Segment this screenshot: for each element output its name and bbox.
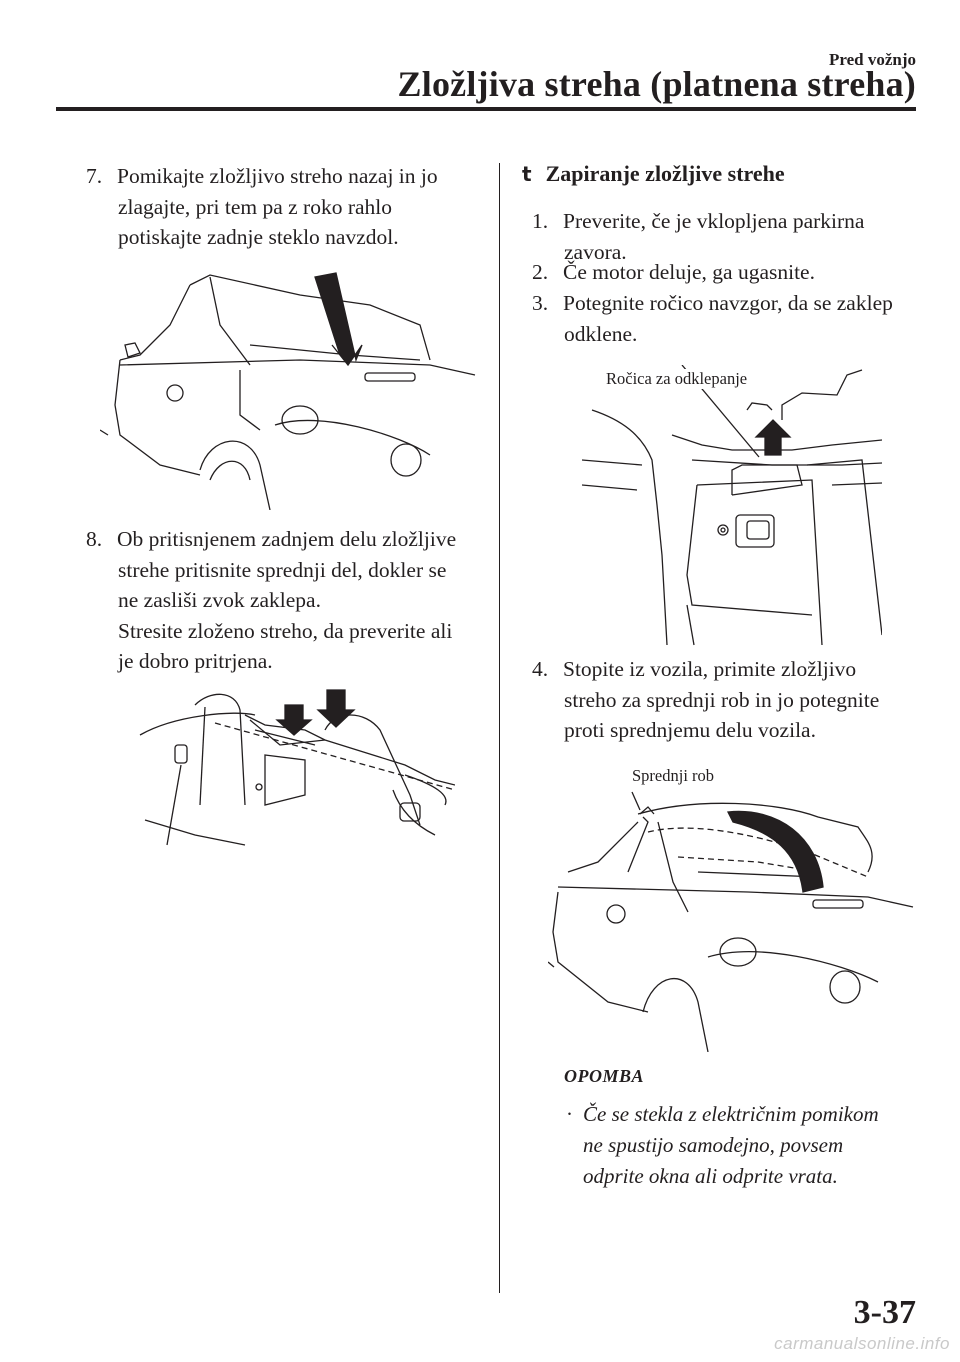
- page-number: 3-37: [853, 1294, 916, 1331]
- step-number: 4.: [532, 657, 549, 681]
- step-number: 1.: [532, 209, 549, 233]
- step-line: proti sprednjemu delu vozila.: [564, 718, 816, 742]
- figure-fold-roof: [100, 265, 480, 510]
- step-number: 8.: [86, 527, 103, 551]
- step-line: odklene.: [564, 321, 638, 346]
- step-number: 3.: [532, 291, 549, 315]
- column-divider: [499, 163, 500, 1293]
- step-line: Stresite zloženo streho, da preverite al…: [118, 618, 453, 643]
- step-line: streho za sprednji rob in jo potegnite: [564, 687, 880, 712]
- step-line: strehe pritisnite sprednji del, dokler s…: [118, 557, 447, 582]
- note-line: ne spustijo samodejno, povsem: [583, 1133, 844, 1157]
- step-line: Stopite iz vozila, primite zložljivo: [563, 657, 857, 681]
- step-number: 7.: [86, 164, 103, 188]
- step-line: Preverite, če je vklopljena parkirna: [563, 209, 865, 233]
- callout-release-lever: Ročica za odklepanje: [604, 369, 750, 389]
- page-title: Zložljiva streha (platnena streha): [397, 64, 916, 104]
- section-marker: t: [522, 162, 532, 186]
- step-line: zavora.: [564, 239, 627, 264]
- figure-front-edge: Sprednji rob: [548, 762, 918, 1052]
- note-line: odprite okna ali odprite vrata.: [583, 1164, 838, 1188]
- subheading: t Zapiranje zložljive strehe: [522, 161, 785, 187]
- note-line: Če se stekla z električnim pomikom: [583, 1102, 879, 1126]
- step-line: Pomikajte zložljivo streho nazaj in jo: [117, 164, 438, 188]
- step-line: Potegnite ročico navzgor, da se zaklep: [563, 291, 893, 315]
- section-name: Pred vožnjo: [828, 50, 916, 69]
- step-line: zlagajte, pri tem pa z roko rahlo: [118, 194, 393, 219]
- callout-front-edge: Sprednji rob: [630, 766, 717, 786]
- step-line: Ob pritisnjenem zadnjem delu zložljive: [117, 527, 457, 551]
- figure-folded-roof: [135, 685, 455, 850]
- step-number: 2.: [532, 260, 549, 284]
- note-bullet: ·: [566, 1102, 573, 1126]
- note-title: OPOMBA: [564, 1066, 645, 1086]
- subheading-text: Zapiranje zložljive strehe: [545, 161, 785, 186]
- step-line: Če motor deluje, ga ugasnite.: [563, 260, 815, 284]
- step-line: je dobro pritrjena.: [118, 649, 273, 673]
- watermark: carmanualsonline.info: [774, 1334, 950, 1353]
- step-line: potiskajte zadnje steklo navzdol.: [118, 225, 399, 249]
- figure-release-lever: Ročica za odklepanje: [582, 365, 882, 650]
- header-rule: [56, 107, 916, 111]
- step-line: ne zasliši zvok zaklepa.: [118, 588, 321, 612]
